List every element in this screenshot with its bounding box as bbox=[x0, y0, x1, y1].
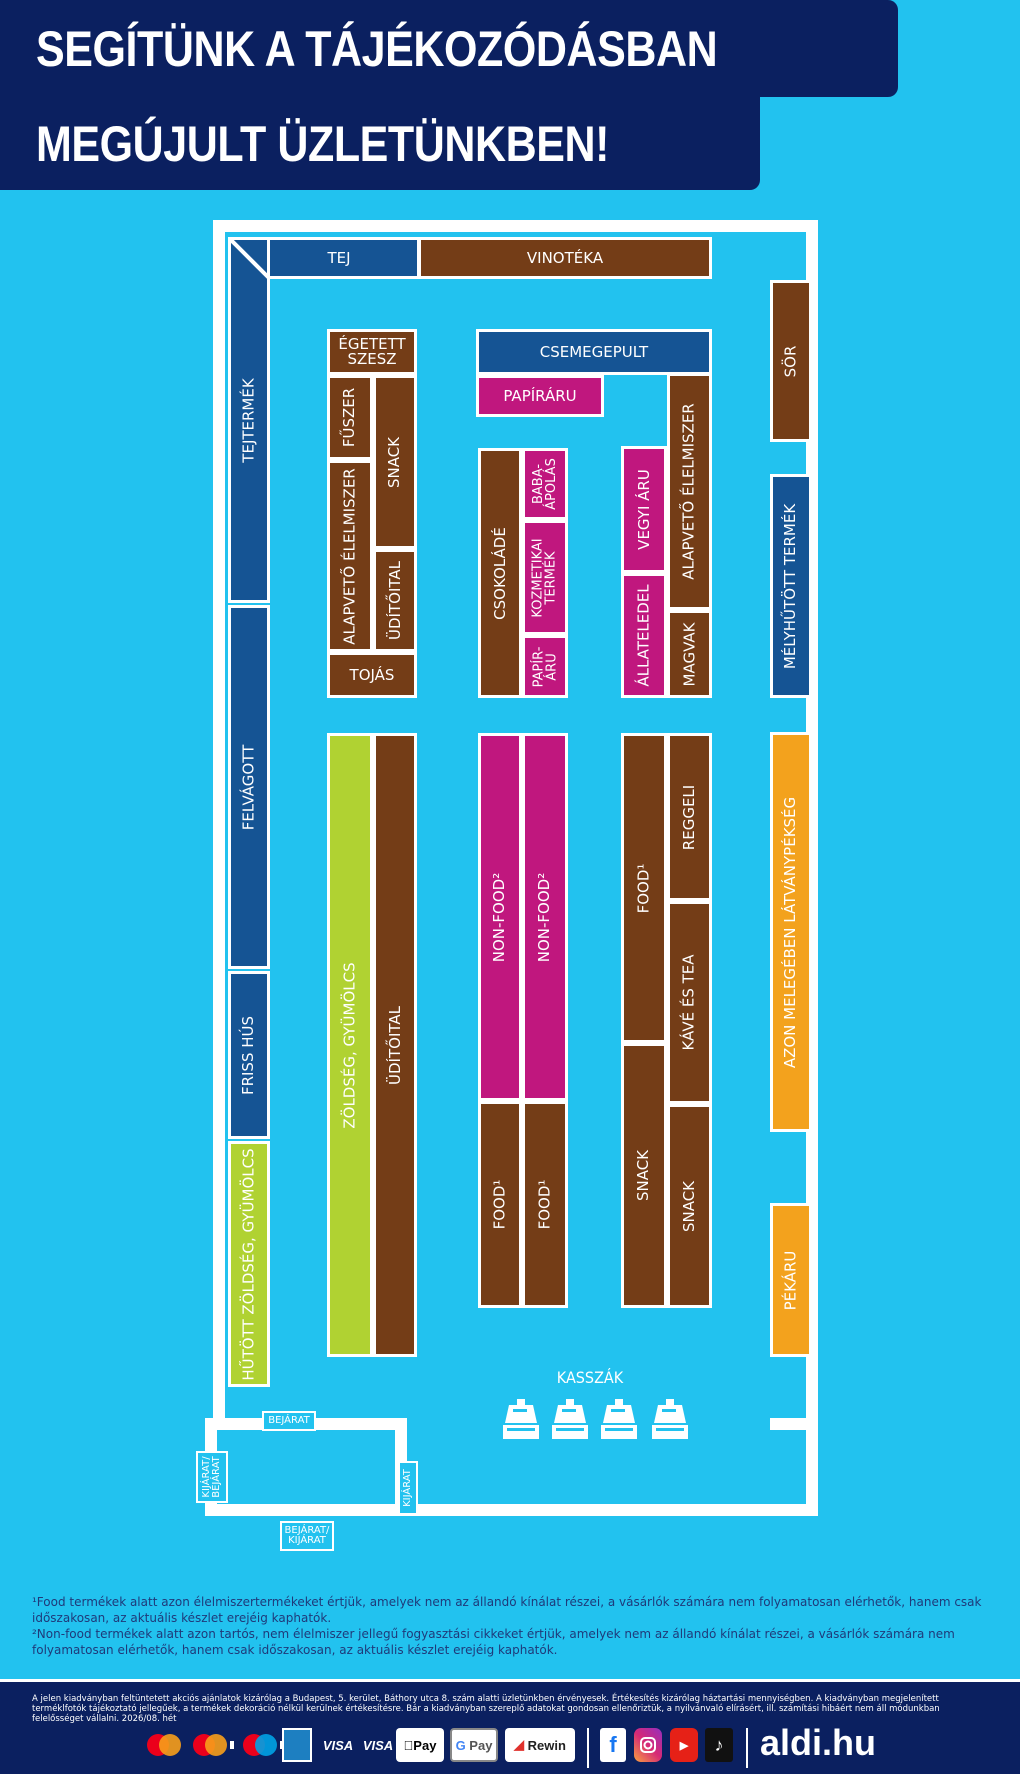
visa-logo-2: VISA bbox=[362, 1737, 394, 1753]
zone-hutott-zoldseg[interactable]: HŰTÖTT ZÖLDSÉG, GYÜMÖLCS bbox=[228, 1141, 270, 1387]
visa-logo: VISA bbox=[322, 1737, 354, 1753]
zone-nonfood-b[interactable]: NON-FOOD² bbox=[522, 733, 568, 1101]
legal-text: A jelen kiadványban feltüntetett akciós … bbox=[32, 1694, 940, 1724]
zone-snack-1[interactable]: SNACK bbox=[373, 375, 417, 549]
checkout-label: KASSZÁK bbox=[556, 1368, 624, 1387]
zone-fuszer[interactable]: FŰSZER bbox=[327, 375, 373, 460]
wall-left-upper bbox=[213, 220, 225, 1430]
cash-register-icon bbox=[601, 1399, 637, 1439]
zone-friss-hus[interactable]: FRISS HÚS bbox=[228, 971, 270, 1139]
zone-uditoital-1[interactable]: ÜDÍTŐITAL bbox=[373, 549, 417, 652]
zone-uditoital-2[interactable]: ÜDÍTŐITAL bbox=[373, 733, 417, 1357]
divider bbox=[746, 1728, 748, 1768]
corner-divider bbox=[228, 237, 272, 281]
door-kijarat-bejarat[interactable]: KIJÁRAT/BEJÁRAT bbox=[196, 1451, 228, 1503]
zone-alapveto-2[interactable]: ALAPVETŐ ÉLELMISZER bbox=[667, 373, 712, 610]
zone-snack-a[interactable]: SNACK bbox=[621, 1043, 667, 1308]
divider bbox=[587, 1728, 589, 1768]
vestibule-bottom bbox=[205, 1504, 407, 1516]
zone-sor[interactable]: SÖR bbox=[770, 280, 812, 442]
zone-tejtermek[interactable]: TEJTERMÉK bbox=[228, 237, 270, 603]
zone-pekaru[interactable]: PÉKÁRU bbox=[770, 1203, 812, 1357]
store-map: TEJ TEJTERMÉK VINOTÉKA FELVÁGOTT FRISS H… bbox=[196, 220, 818, 1551]
zone-magvak[interactable]: MAGVAK bbox=[667, 610, 712, 698]
wall-top bbox=[213, 220, 817, 232]
zone-snack-b[interactable]: SNACK bbox=[667, 1104, 712, 1308]
footnotes: ¹Food termékek alatt azon élelmiszerterm… bbox=[32, 1594, 992, 1658]
title-line-2: MEGÚJULT ÜZLETÜNKBEN! bbox=[0, 97, 760, 190]
door-bejarat-kijarat[interactable]: BEJÁRAT/KIJÁRAT bbox=[280, 1521, 334, 1551]
apple-pay-icon: Pay bbox=[396, 1728, 444, 1762]
zone-felvagott[interactable]: FELVÁGOTT bbox=[228, 605, 270, 969]
zone-alapveto-1[interactable]: ALAPVETŐ ÉLELMISZER bbox=[327, 460, 373, 652]
google-pay-icon: G Pay bbox=[450, 1728, 498, 1762]
zone-melyhutott[interactable]: MÉLYHŰTÖTT TERMÉK bbox=[770, 474, 812, 698]
mastercard-contactless-icon bbox=[190, 1728, 238, 1762]
zone-nonfood-a[interactable]: NON-FOOD² bbox=[478, 733, 522, 1101]
zone-papiraru[interactable]: PAPÍRÁRU bbox=[476, 375, 604, 417]
zone-latvanypekseg[interactable]: AZON MELEGÉBEN LÁTVÁNYPÉKSÉG bbox=[770, 732, 812, 1132]
cash-register-icon bbox=[652, 1399, 688, 1439]
cash-register-icon bbox=[503, 1399, 539, 1439]
zone-csokolade[interactable]: CSOKOLÁDÉ bbox=[478, 448, 522, 698]
zone-food-b[interactable]: FOOD¹ bbox=[522, 1101, 568, 1308]
door-bejarat[interactable]: BEJÁRAT bbox=[262, 1411, 316, 1431]
zone-csemegepult[interactable]: CSEMEGEPULT bbox=[476, 329, 712, 375]
mastercard-icon bbox=[144, 1728, 184, 1762]
wall-bottom bbox=[395, 1504, 818, 1516]
facebook-icon[interactable]: f bbox=[600, 1728, 626, 1762]
door-kijarat[interactable]: KIJÁRAT bbox=[398, 1461, 418, 1515]
rewin-icon: ◢ Rewin bbox=[505, 1728, 575, 1762]
zone-reggeli[interactable]: REGGELI bbox=[667, 733, 712, 901]
tiktok-icon[interactable]: ♪ bbox=[705, 1728, 733, 1762]
footer: A jelen kiadványban feltüntetett akciós … bbox=[0, 1679, 1020, 1774]
bank-card-icon bbox=[282, 1728, 312, 1762]
footnote-food: ¹Food termékek alatt azon élelmiszerterm… bbox=[32, 1595, 982, 1625]
youtube-icon[interactable]: ▶ bbox=[670, 1728, 698, 1762]
title-line-1: SEGÍTÜNK A TÁJÉKOZÓDÁSBAN bbox=[0, 0, 898, 97]
zone-food-c[interactable]: FOOD¹ bbox=[621, 733, 667, 1043]
instagram-icon[interactable] bbox=[634, 1728, 662, 1762]
zone-tojas[interactable]: TOJÁS bbox=[327, 652, 417, 698]
zone-babaapolas[interactable]: BABA-ÁPOLÁS bbox=[522, 448, 568, 520]
website-link[interactable]: aldi.hu bbox=[760, 1722, 876, 1763]
zone-allateledel[interactable]: ÁLLATELEDEL bbox=[621, 573, 667, 698]
cash-register-icon bbox=[552, 1399, 588, 1439]
footnote-nonfood: ²Non-food termékek alatt azon tartós, ne… bbox=[32, 1627, 955, 1657]
zone-papir-aru[interactable]: PAPÍR-ÁRU bbox=[522, 635, 568, 698]
wall-right-stub bbox=[770, 1418, 810, 1430]
zone-food-a[interactable]: FOOD¹ bbox=[478, 1101, 522, 1308]
zone-vinoteka[interactable]: VINOTÉKA bbox=[418, 237, 712, 279]
zone-zoldseg-gyumolcs[interactable]: ZÖLDSÉG, GYÜMÖLCS bbox=[327, 733, 373, 1357]
zone-kave-tea[interactable]: KÁVÉ ÉS TEA bbox=[667, 901, 712, 1104]
maestro-contactless-icon bbox=[240, 1728, 288, 1762]
zone-vegyi-aru[interactable]: VEGYI ÁRU bbox=[621, 446, 667, 573]
